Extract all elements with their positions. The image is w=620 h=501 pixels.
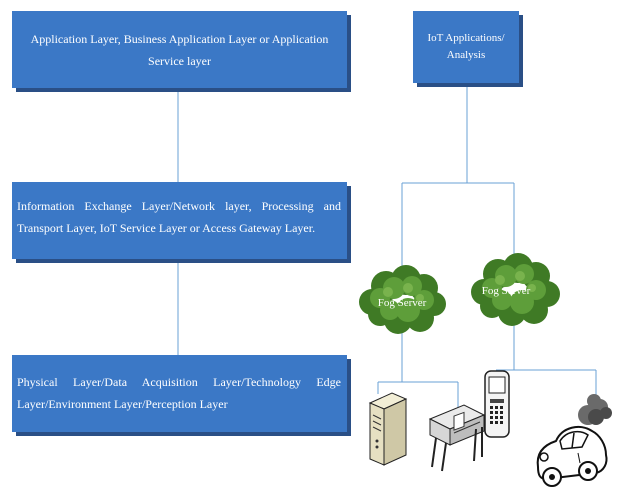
car-icon	[536, 394, 612, 487]
application-layer-line1: Application Layer, Business Application …	[30, 32, 329, 46]
physical-layer-box: Physical Layer/Data Acquisition Layer/Te…	[12, 355, 347, 432]
application-layer-line2: Service layer	[148, 54, 211, 68]
mobile-phone-icon	[484, 370, 510, 438]
fog-server-label-left: Fog Server	[378, 297, 427, 309]
iot-box-line1: IoT Applications/	[427, 32, 505, 44]
physical-layer-line1: Physical Layer/Data Acquisition Layer/Te…	[17, 375, 341, 389]
fog-server-cloud-left	[359, 265, 446, 334]
physical-layer-line2: Layer/Environment Layer/Perception Layer	[17, 397, 228, 411]
information-layer-line1: Information Exchange Layer/Network layer…	[17, 199, 341, 213]
information-exchange-layer-box: Information Exchange Layer/Network layer…	[12, 182, 347, 259]
application-layer-box: Application Layer, Business Application …	[12, 11, 347, 88]
fog-server-label-right: Fog Server	[482, 285, 531, 297]
iot-box-line2: Analysis	[446, 49, 486, 61]
server-tower-icon	[368, 392, 408, 466]
fog-server-cloud-right	[471, 253, 560, 326]
iot-applications-box: IoT Applications/ Analysis	[413, 11, 519, 83]
information-layer-line2: Transport Layer, IoT Service Layer or Ac…	[17, 221, 316, 235]
printer-plotter-icon	[428, 404, 486, 472]
